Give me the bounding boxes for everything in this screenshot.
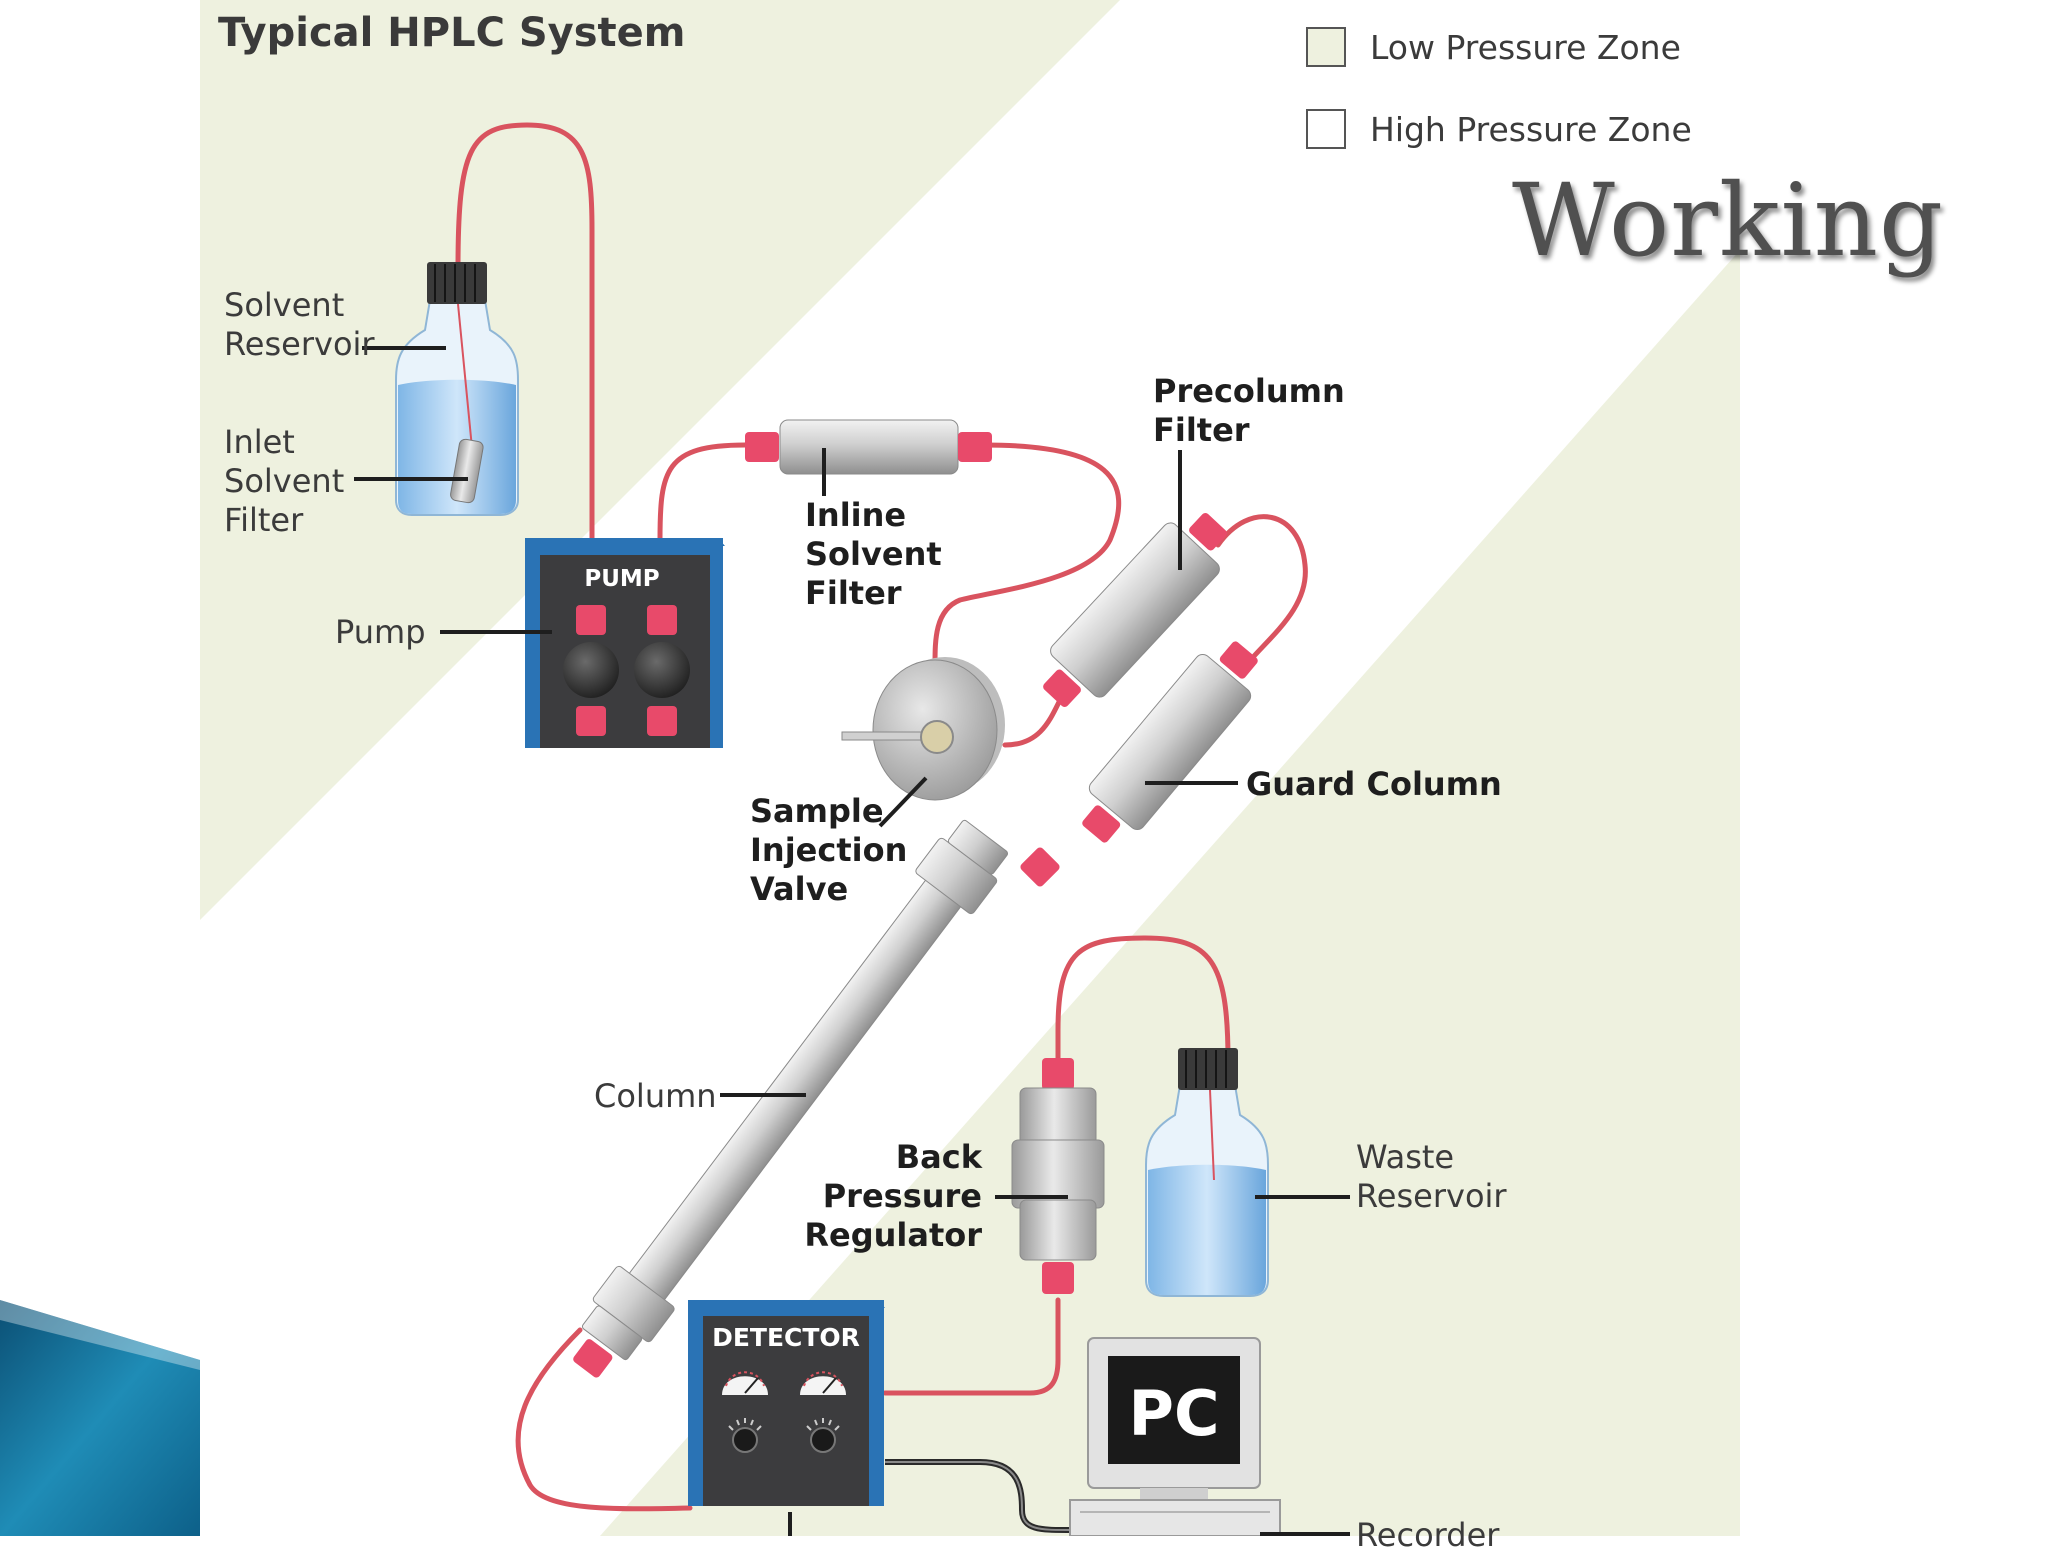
pump-device-label: PUMP xyxy=(584,566,659,592)
legend-low-swatch xyxy=(1306,27,1346,67)
detector-knob-icon xyxy=(810,1427,836,1453)
diagram-title: Typical HPLC System xyxy=(218,10,686,56)
bottle-cap-icon xyxy=(1178,1048,1238,1090)
label-guard-column: Guard Column xyxy=(1246,765,1502,803)
sample-injection-valve-device xyxy=(841,657,1005,801)
tube-regulator-to-waste xyxy=(1055,935,1231,1068)
low-pressure-zone-upper xyxy=(200,0,1120,920)
pump-device: PUMP xyxy=(525,538,725,748)
legend-high-swatch xyxy=(1306,109,1346,149)
tube-inline-filter-to-valve xyxy=(932,442,1122,668)
tubing xyxy=(455,122,1308,1512)
detector-device-label: DETECTOR xyxy=(712,1323,860,1352)
tube-valve-to-precolumn xyxy=(1002,697,1063,748)
inlet-filter-icon xyxy=(450,438,484,504)
label-precolumn-filter: Precolumn Filter xyxy=(1153,372,1345,449)
tube-precolumn-to-guard xyxy=(1215,514,1308,673)
detector-knob-icon xyxy=(732,1427,758,1453)
detector-gauge-icon xyxy=(722,1371,768,1395)
back-pressure-regulator-device xyxy=(1011,1058,1105,1294)
precolumn-filter-device xyxy=(1043,512,1227,708)
detector-device: DETECTOR xyxy=(688,1300,885,1506)
bottle-cap-icon xyxy=(427,262,487,304)
solvent-reservoir-bottle xyxy=(395,262,519,516)
guard-column-device xyxy=(1082,641,1258,843)
label-sample-injection-valve: Sample Injection Valve xyxy=(750,792,908,908)
label-column: Column xyxy=(594,1077,717,1115)
leader-lines xyxy=(354,346,1350,1536)
tube-detector-to-regulator xyxy=(882,1297,1061,1396)
low-pressure-zone-lower xyxy=(600,250,1740,1536)
tube-pump-to-inline-filter xyxy=(657,442,748,543)
corner-highlight xyxy=(0,1300,200,1370)
pc-screen-label: PC xyxy=(1129,1377,1220,1450)
tube-reservoir-to-pump xyxy=(455,122,595,543)
label-inline-solvent-filter: Inline Solvent Filter xyxy=(805,496,942,612)
legend-low-label: Low Pressure Zone xyxy=(1370,28,1681,67)
waste-reservoir-bottle xyxy=(1145,1048,1269,1297)
label-waste-reservoir: Waste Reservoir xyxy=(1356,1138,1507,1215)
label-pump: Pump xyxy=(335,613,426,651)
column-device xyxy=(573,819,1009,1378)
legend-high-label: High Pressure Zone xyxy=(1370,110,1692,149)
slide-heading: Working xyxy=(1512,162,1944,279)
label-inlet-solvent-filter: Inlet Solvent Filter xyxy=(224,423,345,539)
inline-solvent-filter-device xyxy=(745,419,992,475)
corner-decoration xyxy=(0,1300,200,1536)
pc-device: PC xyxy=(1069,1337,1281,1536)
label-solvent-reservoir: Solvent Reservoir xyxy=(224,286,375,363)
label-back-pressure-regulator: Back Pressure Regulator xyxy=(804,1138,982,1254)
detector-gauge-icon xyxy=(800,1371,846,1395)
tube-column-to-detector xyxy=(515,1327,693,1512)
